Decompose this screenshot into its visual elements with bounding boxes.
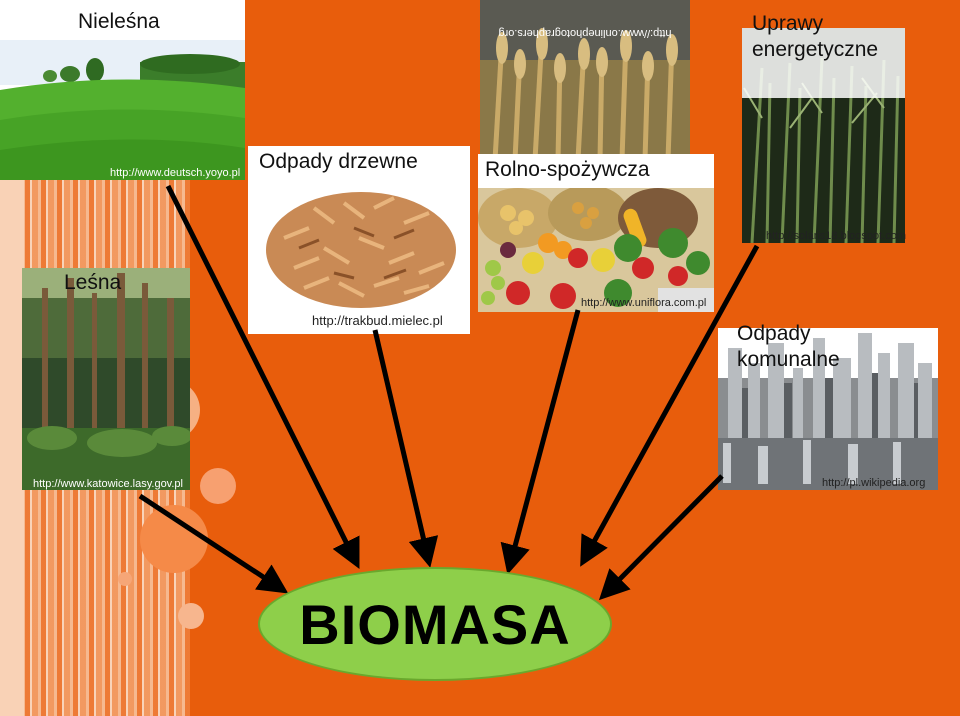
arrow-komunalne [598,474,724,601]
url-nielesna[interactable]: http://www.deutsch.yoyo.pl [110,167,241,179]
label-nielesna: Nieleśna [78,10,160,33]
label-lesna: Leśna [64,271,122,294]
decorative-circle [118,572,132,586]
url-lesna[interactable]: http://www.katowice.lasy.gov.pl [33,478,183,490]
decorative-circle [178,603,204,629]
photo-nielesna [0,0,245,180]
wheat-image: http://www.onlinephotographers.org [480,0,690,160]
arrow-lesna [138,493,289,594]
arrow-nielesna [165,184,360,569]
label-uprawy: Uprawy energetyczne [752,12,879,61]
photo-wheat: http://www.onlinephotographers.org [480,0,690,160]
arrow-odpady-drzewne [372,329,439,568]
photo-komunalne [718,328,938,490]
photo-rolno-spozywcza [478,188,714,312]
url-wheat[interactable]: http://www.onlinephotographers.org [498,27,671,39]
biomasa-label: BIOMASA [299,592,571,656]
label-komunalne: Odpady komunalne [737,322,840,371]
biomasa-ellipse: BIOMASA [258,567,612,681]
url-uprawy[interactable]: http://solaris18.blogspot.com [766,230,907,242]
forest-image [22,268,190,490]
label-odpady-drzewne: Odpady drzewne [259,150,418,173]
photo-uprawy [742,28,905,243]
photo-odpady-drzewne [264,178,458,310]
woodchips-image [264,178,458,310]
photo-lesna [22,268,190,490]
label-rolno-spozywcza: Rolno-spożywcza [485,158,650,181]
arrow-rolno-spozywcza [500,309,581,575]
arrow-uprawy [580,244,760,567]
url-komunalne[interactable]: http://pl.wikipedia.org [822,477,926,489]
produce-image [478,188,714,312]
url-rolno-spozywcza[interactable]: http://www.uniflora.com.pl [581,297,707,309]
decorative-circle [200,468,236,504]
city-image [718,328,938,490]
url-odpady-drzewne[interactable]: http://trakbud.mielec.pl [312,313,443,328]
frame-rolno-spozywcza [478,154,714,188]
reeds-image [742,28,905,243]
field-image [0,0,245,180]
